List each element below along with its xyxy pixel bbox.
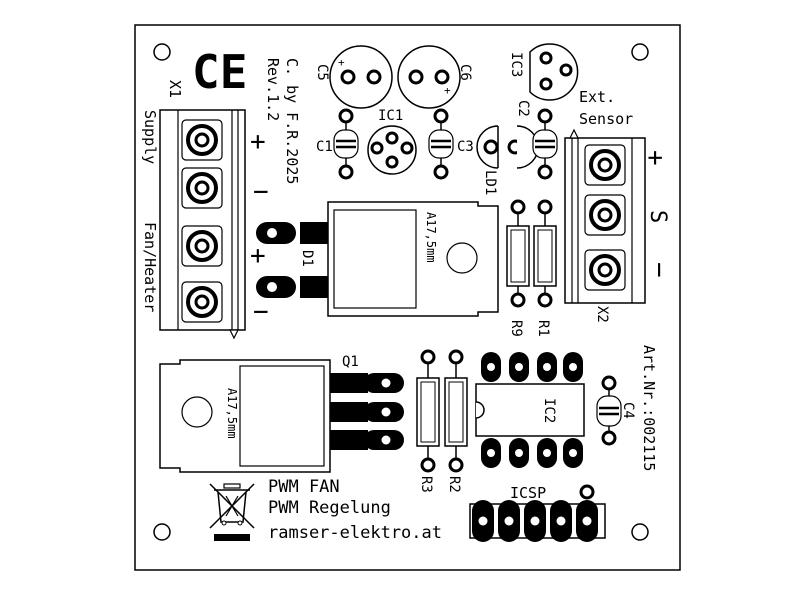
weee-bin-icon — [209, 483, 255, 541]
transistor-q1 — [159, 359, 404, 473]
x1-label-fan-heater: Fan/Heater — [141, 222, 159, 312]
svg-text:+: + — [338, 56, 345, 69]
mounting-holes — [153, 43, 649, 541]
revision-text: Rev.1.2 — [264, 58, 282, 121]
led-ld1 — [476, 125, 539, 169]
resistor-r1 — [533, 199, 557, 308]
c4-label: C4 — [620, 402, 636, 419]
product-subtitle: PWM Regelung — [268, 498, 391, 518]
resistor-r3 — [416, 349, 440, 473]
copyright-text: C. by F.R.2025 — [283, 58, 301, 184]
x1-plus-1: + — [250, 127, 266, 157]
diode-d1 — [256, 201, 499, 317]
capacitor-c2 — [532, 108, 558, 180]
capacitor-c3 — [428, 108, 454, 180]
svg-text:+: + — [444, 84, 451, 97]
capacitor-c5: + — [329, 45, 393, 109]
ic1-regulator — [367, 125, 417, 175]
connector-x1 — [159, 109, 246, 340]
r1-label: R1 — [535, 320, 551, 337]
c1-label: C1 — [316, 139, 333, 155]
ld1-label: LD1 — [482, 170, 498, 195]
c5-label: C5 — [314, 64, 330, 81]
connector-x2 — [564, 128, 646, 304]
resistor-r2 — [444, 349, 468, 473]
mounting-hole-br — [631, 523, 649, 541]
capacitor-c6: + — [397, 45, 461, 109]
ic3-sensor — [529, 43, 579, 101]
c2-label: C2 — [515, 100, 531, 117]
c6-label: C6 — [457, 64, 473, 81]
x2-designator: X2 — [594, 306, 610, 323]
x2-label-line2: Sensor — [579, 110, 633, 128]
r2-label: R2 — [446, 476, 462, 493]
x1-designator: X1 — [166, 80, 184, 98]
capacitor-c1 — [333, 108, 359, 180]
d1-label: D1 — [299, 250, 315, 267]
article-number: Art.Nr.:002115 — [640, 345, 658, 471]
x2-plus: + — [640, 150, 670, 166]
mounting-hole-tl — [153, 43, 171, 61]
q1-heatsink-label: A17,5mm — [225, 388, 239, 439]
product-title: PWM FAN — [268, 477, 340, 497]
x1-minus-2: − — [253, 297, 269, 327]
mounting-hole-tr — [631, 43, 649, 61]
r3-label: R3 — [418, 476, 434, 493]
ic3-label: IC3 — [508, 52, 524, 77]
website-text: ramser-elektro.at — [268, 523, 442, 543]
icsp-header — [469, 484, 606, 542]
q1-label: Q1 — [342, 354, 359, 370]
resistor-r9 — [506, 199, 530, 308]
mounting-hole-bl — [153, 523, 171, 541]
x1-plus-2: + — [250, 241, 266, 271]
ic1-label: IC1 — [378, 108, 403, 124]
capacitor-c4 — [596, 375, 622, 446]
x2-s: S — [645, 210, 670, 223]
ic2-label: IC2 — [541, 398, 557, 423]
x1-label-supply: Supply — [141, 110, 159, 164]
r9-label: R9 — [508, 320, 524, 337]
icsp-label: ICSP — [510, 484, 546, 502]
c3-label: C3 — [457, 139, 474, 155]
ic2-microcontroller — [475, 352, 585, 468]
d1-heatsink-label: A17,5mm — [424, 212, 438, 263]
x2-label-line1: Ext. — [579, 88, 615, 106]
x2-minus: − — [644, 262, 674, 278]
x1-minus-1: − — [253, 177, 269, 207]
ce-mark: CE — [192, 45, 247, 99]
